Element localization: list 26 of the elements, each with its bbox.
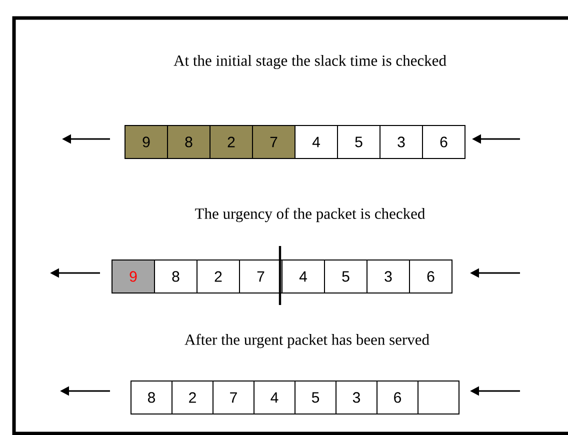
queue-cell: 9 (124, 125, 168, 159)
queue-cell: 3 (366, 260, 410, 294)
queue-cell: 5 (337, 125, 380, 159)
queue-cell: 3 (380, 125, 423, 159)
queue-cell: 7 (212, 380, 254, 414)
queue-cell: 2 (172, 380, 214, 414)
heading: After the urgent packet has been served (184, 334, 430, 348)
heading: The urgency of the packet is checked (195, 208, 426, 222)
queue-cell: 6 (422, 125, 466, 159)
queue-cell: 8 (167, 125, 210, 159)
queue-cell: 6 (409, 260, 452, 294)
queue-cell: 6 (376, 380, 418, 414)
queue-cell: 9 (112, 260, 155, 294)
queue-cell: 4 (254, 380, 296, 414)
heading: At the initial stage the slack time is checked (174, 54, 446, 70)
queue-cell: 7 (252, 125, 296, 159)
queue-cell: 5 (324, 260, 368, 294)
queue-cell: 4 (294, 125, 338, 159)
queue-cell: 2 (210, 125, 253, 159)
queue-cell: 8 (154, 260, 198, 294)
queue-cell: 3 (336, 380, 378, 414)
queue-cell: 8 (130, 380, 172, 414)
queue-cell: 7 (239, 260, 282, 294)
queue-cell: 4 (282, 260, 325, 294)
queue-cell: 5 (294, 380, 336, 414)
queue-cell: 2 (196, 260, 240, 294)
